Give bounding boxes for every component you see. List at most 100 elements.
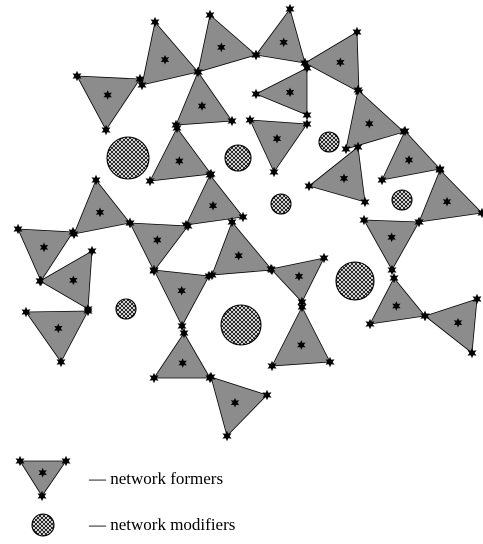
former-triangle-shape: [39, 250, 93, 310]
atom-star-icon: [193, 66, 203, 78]
former-triangle-shape: [185, 174, 244, 226]
atom-star-icon: [389, 272, 399, 284]
former-triangle-shape: [153, 332, 211, 379]
network-former-12: [145, 122, 216, 187]
atom-star-icon: [222, 430, 232, 442]
network-former-8: [300, 26, 364, 98]
atom-star-icon: [414, 216, 424, 228]
former-triangle-shape: [304, 31, 360, 93]
atom-star-icon: [339, 173, 349, 184]
legend-formers-label: — network formers: [88, 469, 223, 488]
atom-star-icon: [87, 245, 97, 257]
network-former-11: [245, 114, 312, 178]
atom-star-icon: [392, 301, 401, 311]
atom-star-icon: [325, 356, 335, 368]
atom-star-icon: [13, 223, 23, 235]
atom-star-icon: [227, 115, 237, 127]
atom-star-icon: [234, 250, 243, 261]
atom-star-icon: [365, 118, 374, 129]
network-former-6: [193, 9, 261, 78]
network-formers-layer: [13, 3, 483, 442]
atom-star-icon: [153, 235, 162, 245]
atom-star-icon: [150, 16, 160, 28]
atom-star-icon: [69, 228, 79, 240]
legend-network-former-icon: [15, 455, 71, 502]
atom-star-icon: [35, 275, 45, 287]
former-triangle-shape: [255, 8, 306, 64]
atom-star-icon: [69, 275, 78, 286]
atom-star-icon: [39, 242, 49, 253]
atom-star-icon: [269, 166, 279, 178]
atom-star-icon: [353, 84, 363, 96]
network-modifier-1: [106, 136, 150, 180]
atom-star-icon: [135, 73, 145, 85]
atom-star-icon: [205, 9, 215, 21]
network-former-19: [125, 217, 193, 277]
atom-star-icon: [294, 271, 304, 282]
atom-star-icon: [341, 143, 351, 155]
legend: — network formers — network modifiers: [15, 455, 235, 537]
atom-star-icon: [83, 305, 93, 317]
atom-star-icon: [21, 306, 31, 318]
former-triangle-shape: [153, 269, 210, 327]
atom-star-icon: [171, 119, 181, 131]
legend-network-modifier-icon: [31, 513, 55, 537]
atom-star-icon: [95, 207, 105, 218]
network-modifier-7: [220, 304, 262, 346]
atom-star-icon: [387, 232, 396, 243]
network-former-legend: [15, 455, 71, 502]
atom-star-icon: [72, 70, 82, 82]
atom-star-icon: [91, 174, 101, 186]
atom-star-icon: [251, 88, 261, 100]
former-triangle-shape: [381, 130, 441, 181]
network-former-26: [267, 301, 335, 372]
former-triangle-shape: [271, 306, 331, 367]
atom-star-icon: [15, 455, 25, 467]
atom-star-icon: [175, 156, 184, 166]
atom-star-icon: [360, 196, 370, 208]
atom-star-icon: [101, 124, 111, 136]
atom-star-icon: [353, 141, 363, 153]
atom-star-icon: [145, 175, 155, 187]
atom-star-icon: [183, 220, 193, 232]
atom-star-icon: [227, 216, 237, 228]
former-triangle-shape: [308, 146, 366, 203]
network-modifiers-layer: [106, 131, 413, 346]
atom-star-icon: [336, 57, 345, 68]
network-former-13: [341, 84, 409, 155]
network-former-9: [251, 62, 312, 121]
former-triangle-shape: [149, 127, 212, 182]
atom-star-icon: [56, 356, 66, 368]
former-triangle-shape: [19, 460, 67, 497]
atom-star-icon: [149, 264, 159, 276]
atom-star-icon: [245, 114, 255, 126]
atom-star-icon: [160, 54, 170, 65]
former-triangle-shape: [73, 179, 131, 235]
former-triangle-shape: [249, 119, 308, 173]
network-modifier-legend: [31, 513, 55, 537]
atom-star-icon: [37, 490, 47, 502]
atom-star-icon: [435, 164, 445, 176]
atom-star-icon: [472, 293, 482, 305]
former-triangle-shape: [17, 228, 74, 282]
atom-star-icon: [302, 109, 312, 121]
atom-star-icon: [230, 397, 240, 408]
atom-star-icon: [477, 207, 483, 219]
network-modifier-3: [318, 131, 340, 153]
atom-star-icon: [266, 263, 276, 275]
atom-star-icon: [302, 118, 312, 130]
network-modifier-6: [335, 261, 375, 301]
atom-star-icon: [178, 358, 187, 368]
former-triangle-shape: [25, 310, 89, 363]
network-former-14: [304, 141, 370, 208]
atom-star-icon: [285, 87, 295, 98]
atom-star-icon: [377, 174, 387, 186]
former-triangle-shape: [363, 219, 420, 271]
atom-star-icon: [279, 37, 288, 48]
atom-star-icon: [38, 467, 47, 478]
atom-star-icon: [297, 340, 306, 350]
network-former-5: [137, 16, 203, 91]
network-modifier-2: [224, 144, 252, 172]
atom-star-icon: [319, 252, 329, 264]
